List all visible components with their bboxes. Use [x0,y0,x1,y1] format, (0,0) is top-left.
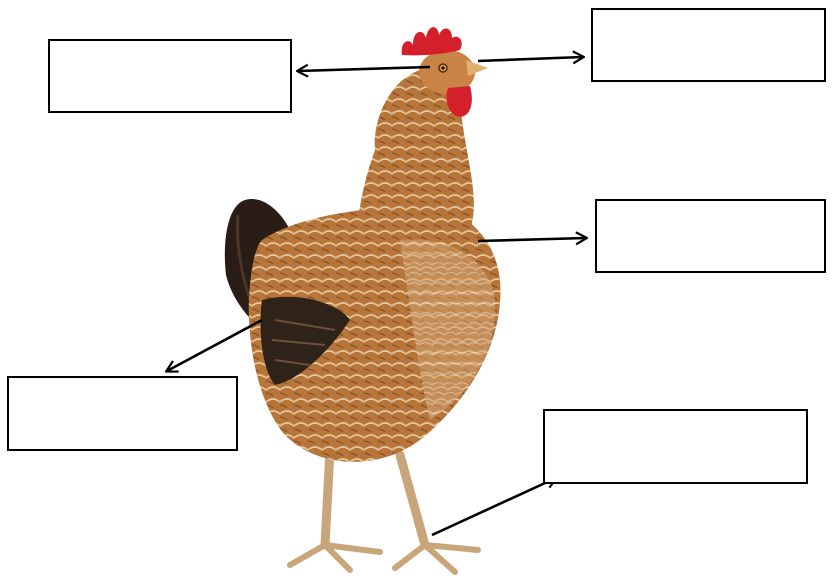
toes [287,542,481,575]
label-box-neck[interactable] [595,199,826,273]
chicken-beak [466,60,488,76]
arrow-feet [431,475,559,537]
chicken-wing [260,296,350,385]
chicken-wattle [446,86,472,117]
label-box-eye[interactable] [48,39,292,113]
arrow-wing [165,318,263,373]
chicken-head [419,50,475,94]
arrow-neck [477,231,589,246]
label-box-beak[interactable] [591,8,826,82]
chicken-comb [401,27,462,56]
arrow-eye [295,63,431,78]
label-arrows [165,50,589,537]
label-box-wing[interactable] [7,376,238,451]
label-box-feet[interactable] [543,409,808,484]
legs [320,445,430,550]
chicken-neck [358,69,474,235]
arrow-beak [477,50,586,65]
